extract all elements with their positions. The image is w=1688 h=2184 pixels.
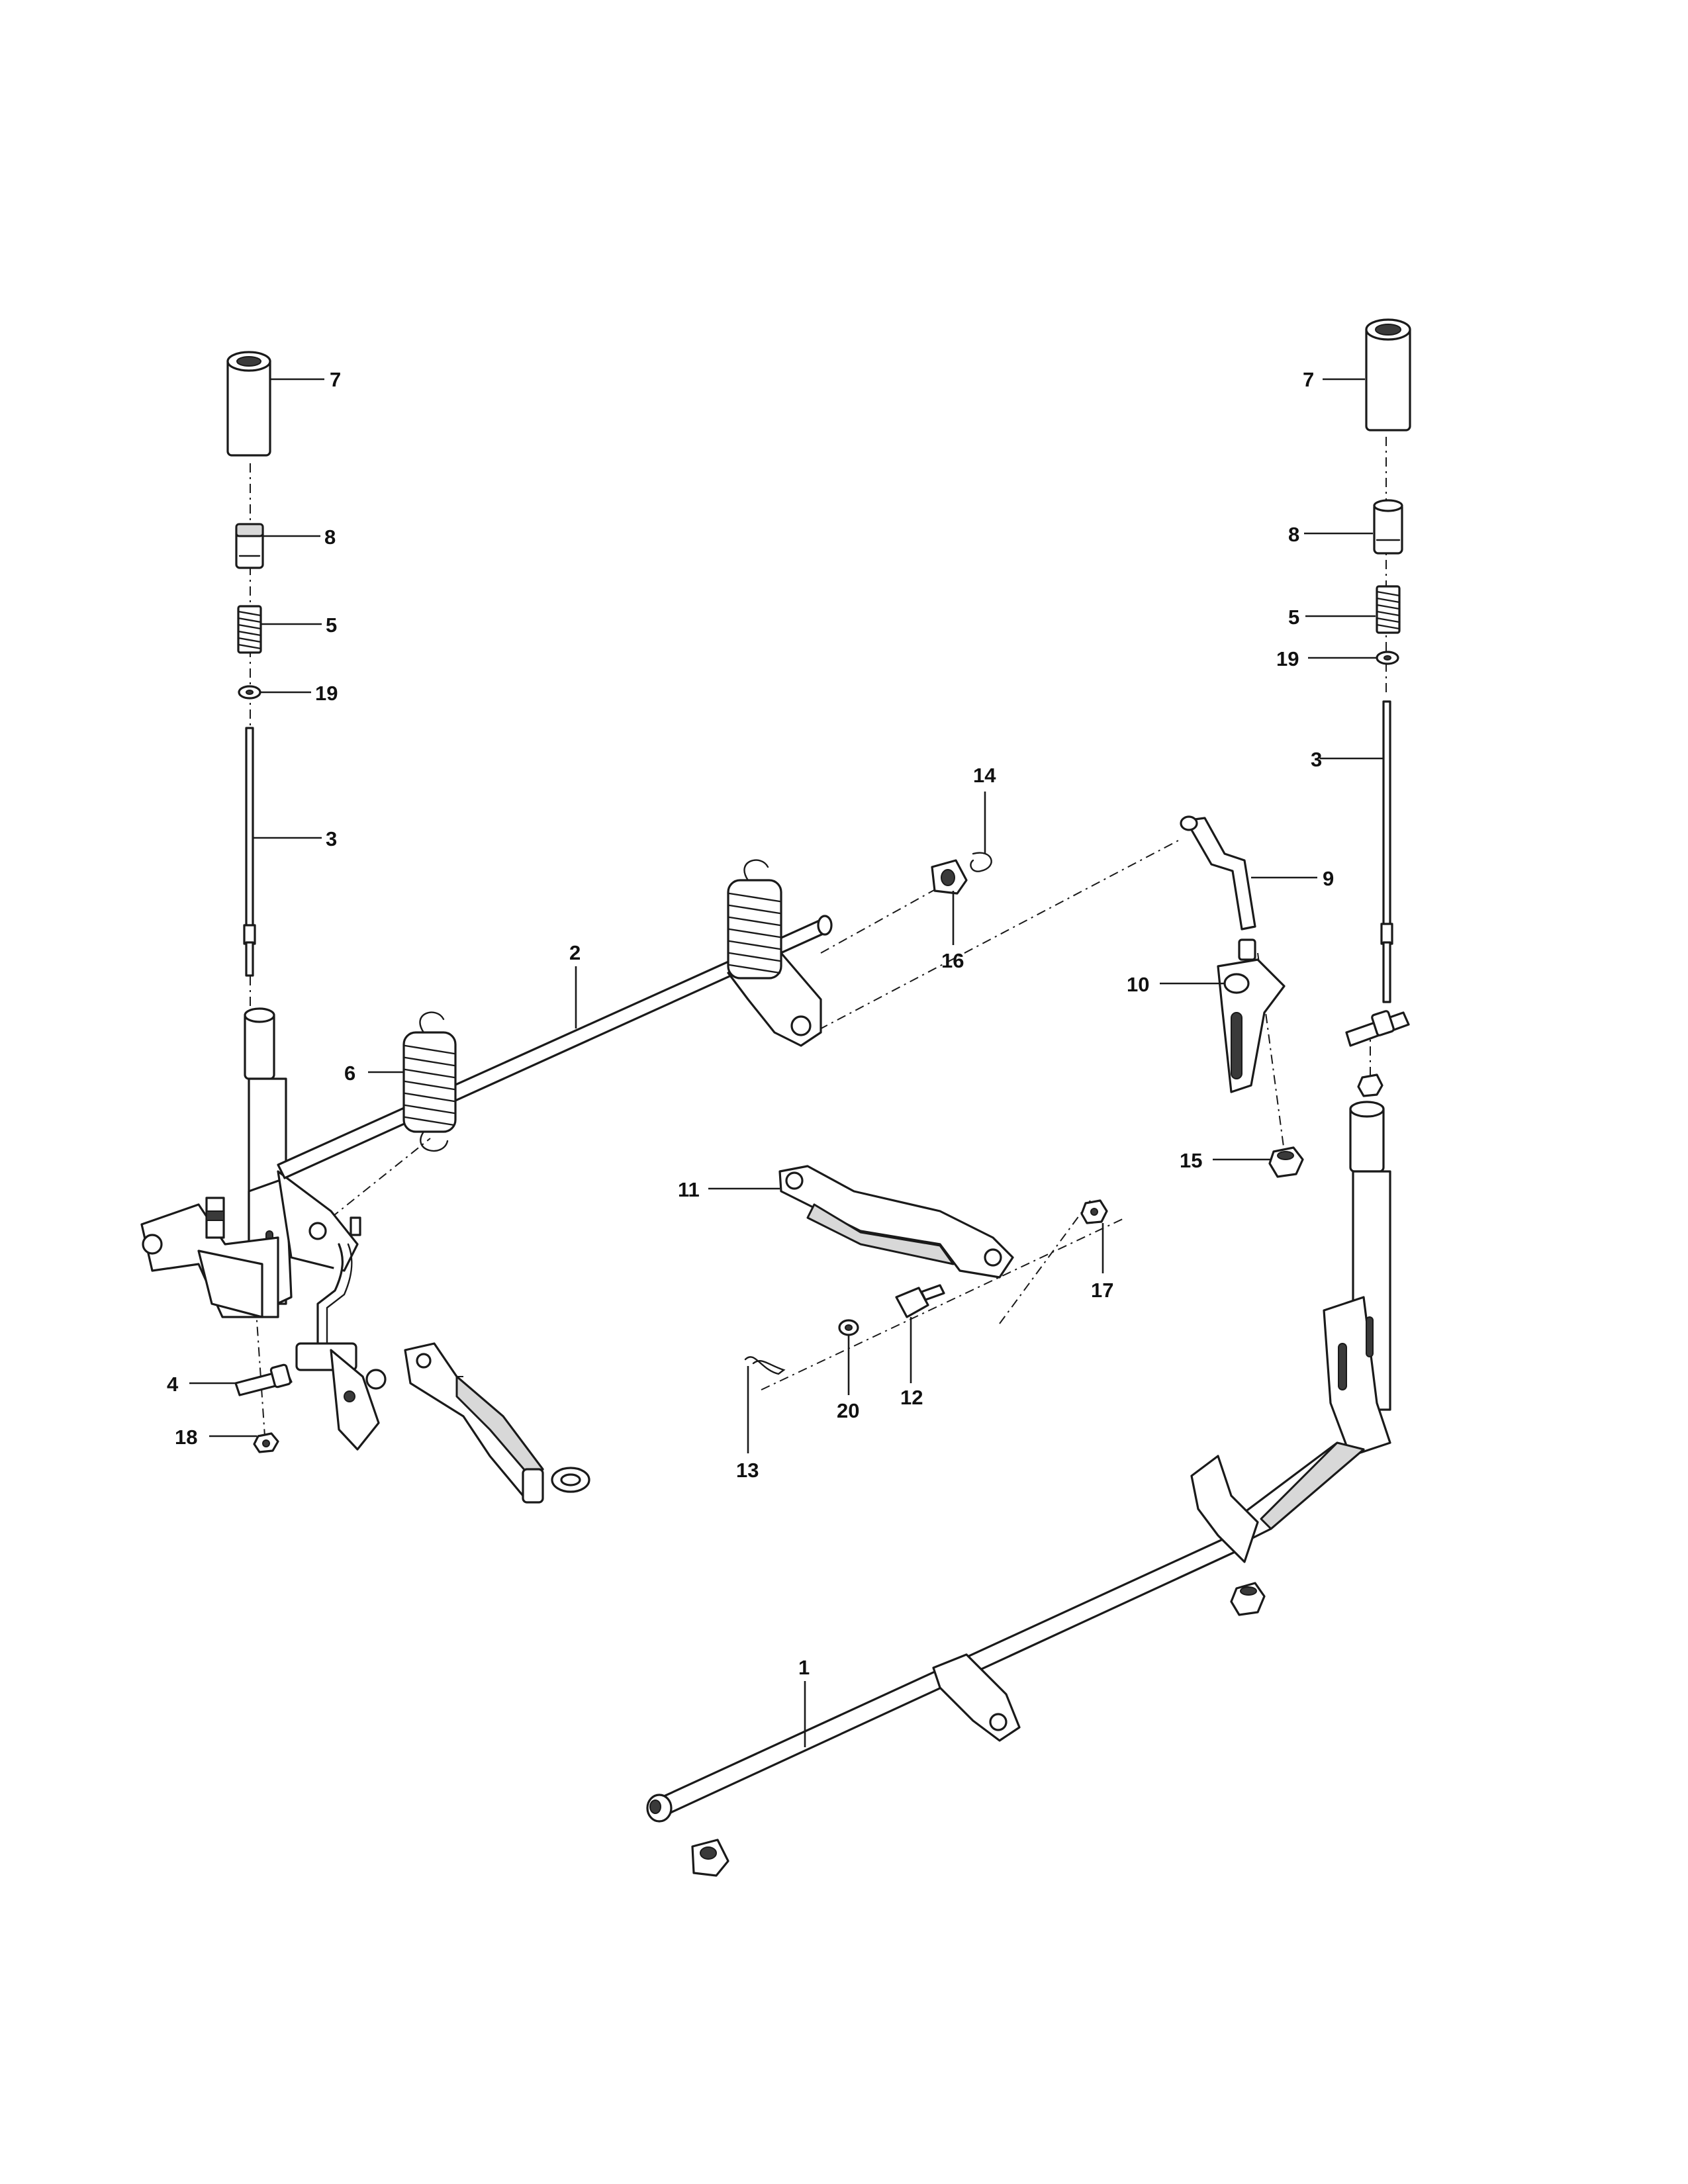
insert-right	[1373, 499, 1403, 555]
spring-left	[237, 605, 262, 654]
callout-7-left: 7	[330, 368, 341, 391]
nut-right-small	[1357, 1073, 1383, 1097]
callout-17: 17	[1091, 1279, 1113, 1302]
lever-arm-left	[140, 1007, 361, 1318]
nut-18	[253, 1432, 279, 1453]
grip-left	[226, 351, 271, 457]
bushing-16	[931, 859, 968, 895]
callout-3-right: 3	[1311, 748, 1322, 771]
callout-11: 11	[678, 1178, 700, 1201]
callout-19-right: 19	[1276, 647, 1299, 670]
spring-right	[1376, 585, 1401, 634]
callout-5-right: 5	[1288, 606, 1299, 629]
insert-left	[235, 523, 264, 569]
spring-upper	[727, 859, 782, 979]
spring-6	[402, 1011, 457, 1152]
callout-1: 1	[798, 1656, 810, 1679]
grip-right	[1365, 318, 1411, 432]
ferrule-12	[895, 1284, 945, 1318]
callout-2: 2	[569, 941, 581, 964]
shaft-2-assembly	[277, 859, 833, 1179]
callout-12: 12	[900, 1386, 923, 1409]
callout-15: 15	[1180, 1149, 1202, 1172]
nut-17	[1080, 1199, 1108, 1224]
callout-20: 20	[837, 1399, 859, 1422]
callout-14: 14	[973, 764, 996, 787]
leader-lines	[189, 378, 1383, 1747]
shift-link-left	[295, 1243, 387, 1451]
linkage-rod-9	[1180, 815, 1256, 961]
callout-18: 18	[175, 1426, 197, 1449]
washer-20	[838, 1319, 859, 1336]
callout-10: 10	[1127, 973, 1149, 996]
hairpin-13	[744, 1356, 786, 1375]
callout-16: 16	[941, 949, 964, 972]
washer-right	[1376, 651, 1399, 665]
rod-left	[243, 727, 256, 977]
callout-19-left: 19	[315, 682, 338, 705]
callout-3-left: 3	[326, 827, 337, 850]
callout-13: 13	[736, 1459, 759, 1482]
bushing-bottom	[691, 1839, 729, 1877]
callout-8-left: 8	[324, 525, 336, 549]
pivot-pin-left	[234, 1363, 293, 1396]
lower-arm-left	[404, 1342, 590, 1504]
callout-labels: 7 8 5 19 3 2 6 4 18 14 16 9 10 15 11 17 …	[167, 368, 1334, 1679]
callout-5-left: 5	[326, 614, 337, 637]
callout-4: 4	[167, 1373, 179, 1396]
shaft-1-assembly	[646, 1455, 1266, 1823]
clip-14	[970, 852, 992, 872]
callout-6: 6	[344, 1062, 355, 1085]
left-lever-stack	[140, 351, 590, 1504]
rod-right	[1380, 700, 1393, 1003]
callout-9: 9	[1323, 867, 1334, 890]
lever-arm-right	[1230, 1101, 1391, 1543]
link-plate-11	[778, 1165, 1014, 1279]
callout-8-right: 8	[1288, 523, 1299, 546]
right-lever-stack	[1230, 318, 1411, 1543]
pivot-pin-right	[1345, 1010, 1410, 1047]
washer-left	[238, 685, 261, 700]
bracket-10	[1217, 958, 1286, 1093]
callout-7-right: 7	[1303, 368, 1314, 391]
nut-15	[1268, 1146, 1304, 1178]
